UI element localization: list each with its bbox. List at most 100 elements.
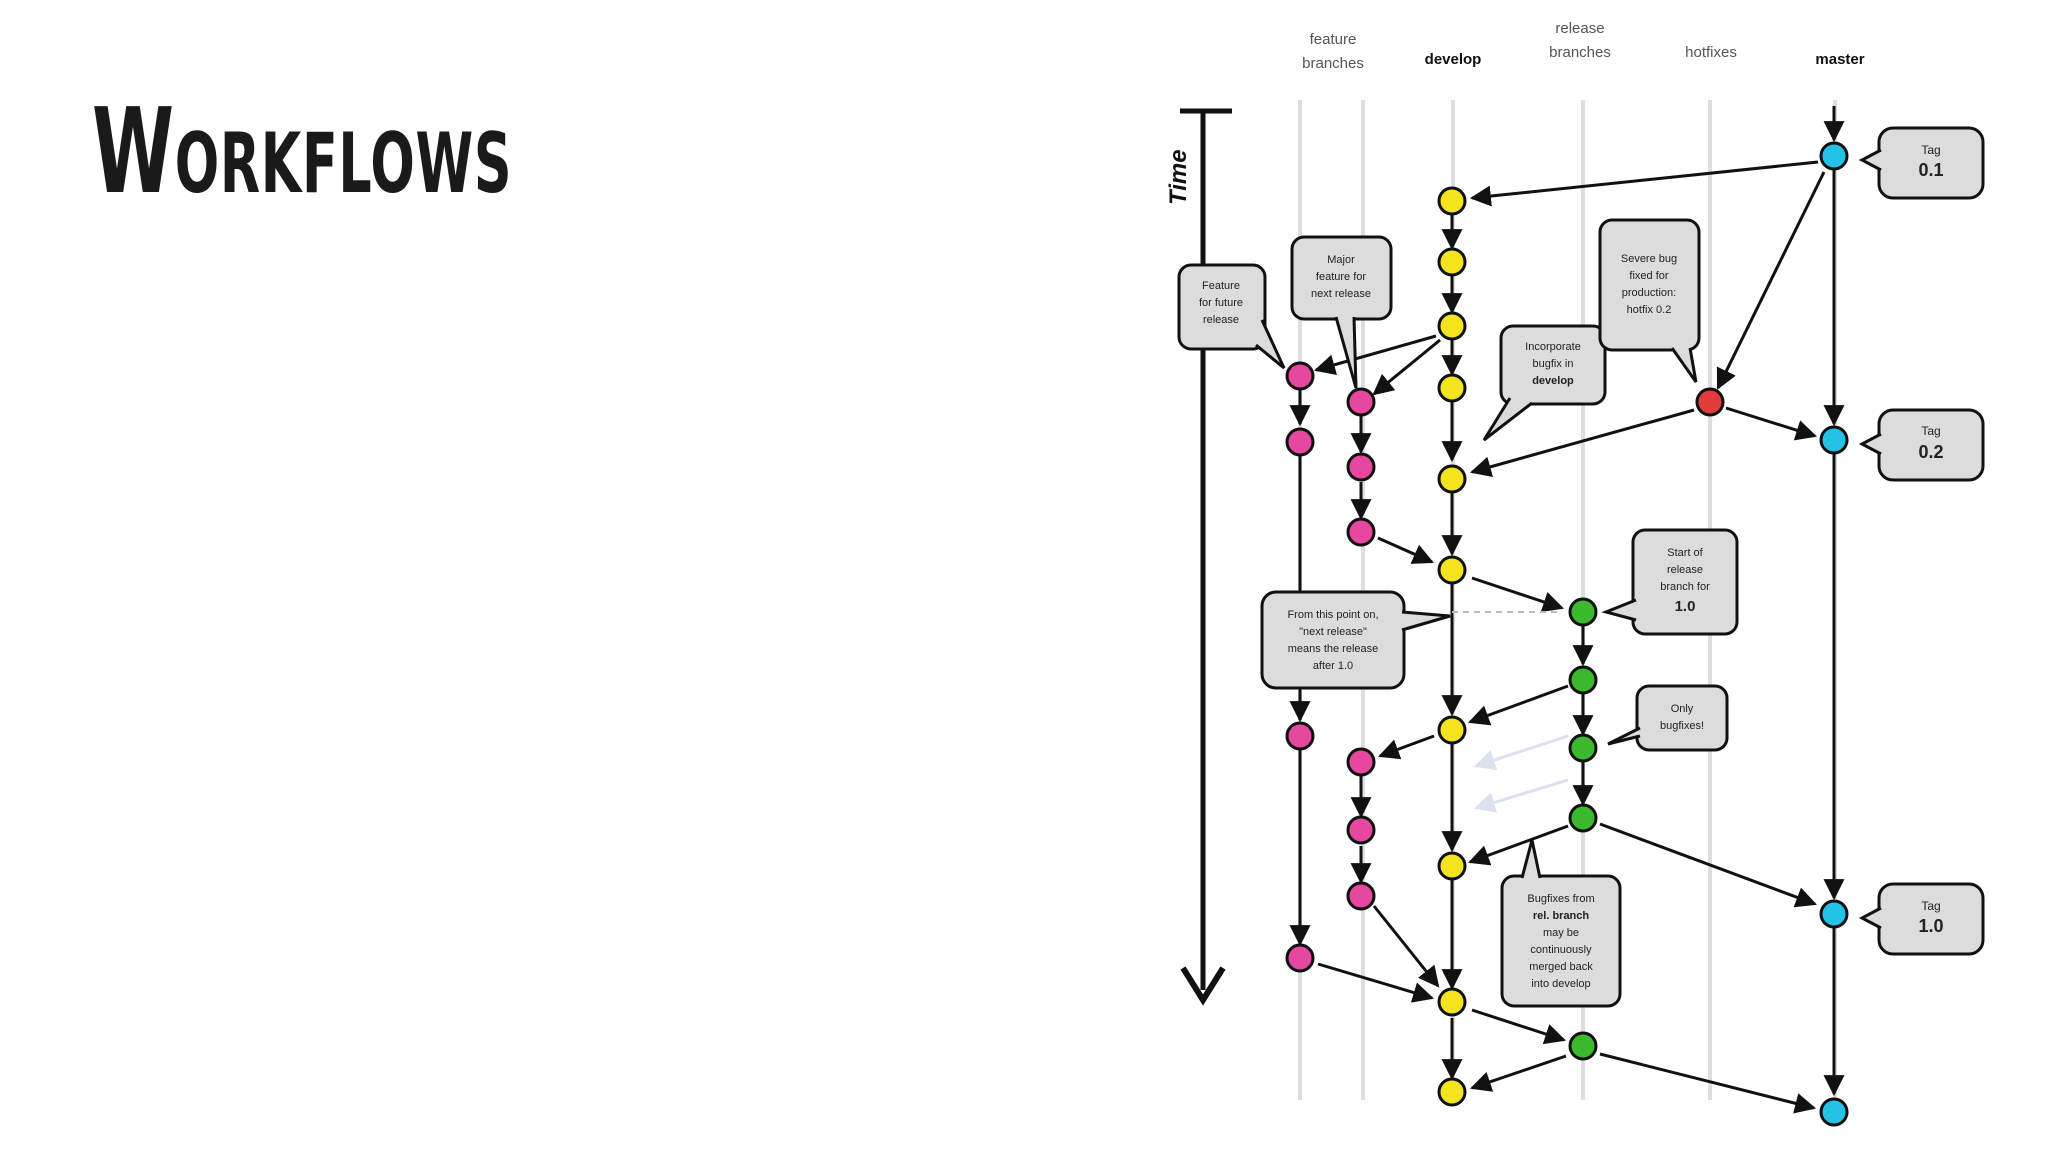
feature-b-commit-3 (1346, 517, 1376, 547)
header-release-line2: branches (1549, 44, 1611, 61)
faint-merge-1 (1474, 734, 1569, 771)
severe-line4: hotfix 0.2 (1627, 304, 1672, 316)
incorporate-line3: develop (1532, 375, 1574, 387)
develop-to-release-2 (1471, 1008, 1566, 1045)
tag-0-2-line2: 0.2 (1918, 442, 1943, 462)
feature-a-to-develop (1317, 962, 1435, 1003)
time-axis-label: Time (1165, 149, 1192, 205)
start-line1: Start of (1667, 547, 1703, 559)
release-commit-3 (1568, 733, 1598, 763)
tag-0-1-line2: 0.1 (1918, 160, 1943, 180)
callout-from-this-point: From this point on, "next release" means… (1260, 590, 1451, 690)
develop-commit-7 (1437, 715, 1467, 745)
bugfixes-line3: may be (1543, 927, 1579, 939)
feature-b-commit-2 (1346, 452, 1376, 482)
develop-to-feature-a (1313, 334, 1437, 375)
frompoint-line4: after 1.0 (1313, 660, 1353, 672)
faint-merge-2 (1473, 778, 1569, 813)
develop-commit-10 (1437, 1077, 1467, 1107)
severe-line3: production: (1622, 287, 1676, 299)
header-feature-line2: branches (1302, 55, 1364, 72)
master-to-develop (1469, 160, 1819, 207)
develop-commit-2 (1437, 247, 1467, 277)
start-line4: 1.0 (1675, 598, 1696, 615)
develop-commit-6 (1437, 555, 1467, 585)
hotfix-commit-1 (1695, 387, 1725, 417)
develop-to-feature-b (1372, 338, 1441, 396)
column-headers: feature branches develop release branche… (1302, 20, 1865, 72)
bugfixes-line1: Bugfixes from (1527, 893, 1594, 905)
release-commit-4 (1568, 803, 1598, 833)
release-to-develop-3 (1470, 1054, 1567, 1092)
frompoint-line2: "next release" (1299, 626, 1367, 638)
onlybug-line1: Only (1671, 703, 1694, 715)
tag-0-2-line1: Tag (1921, 424, 1940, 438)
callout-incorporate: Incorporate bugfix in develop (1482, 324, 1607, 442)
onlybug-line2: bugfixes! (1660, 720, 1704, 732)
feature-b-commit-6 (1346, 881, 1376, 911)
callout-severe-bug: Severe bug fixed for production: hotfix … (1598, 218, 1701, 383)
release-to-master (1599, 822, 1817, 908)
feature-a-commit-2 (1285, 427, 1315, 457)
release-commit-5 (1568, 1031, 1598, 1061)
major-line2: feature for (1316, 271, 1366, 283)
bugfixes-line4: continuously (1530, 944, 1592, 956)
feature-b-commit-1 (1346, 387, 1376, 417)
release-commit-1 (1568, 597, 1598, 627)
feature-b-to-develop-2 (1372, 905, 1440, 988)
develop-commit-5 (1437, 464, 1467, 494)
header-release-line1: release (1555, 20, 1604, 37)
feature-b-to-develop (1377, 536, 1434, 564)
callout-tag-1-0: Tag 1.0 (1858, 882, 1985, 956)
tag-0-1-line1: Tag (1921, 143, 1940, 157)
future-line3: release (1203, 314, 1239, 326)
slide-title: Workflows (92, 82, 513, 220)
callout-only-bugfixes: Only bugfixes! (1607, 684, 1729, 752)
future-line2: for future (1199, 297, 1243, 309)
feature-a-commit-4 (1285, 943, 1315, 973)
major-line3: next release (1311, 288, 1371, 300)
header-feature-line1: feature (1310, 31, 1357, 48)
start-line2: release (1667, 564, 1703, 576)
tag-1-0-line1: Tag (1921, 899, 1940, 913)
callout-tag-0-1: Tag 0.1 (1858, 126, 1985, 200)
develop-commit-3 (1437, 311, 1467, 341)
release-commit-2 (1568, 665, 1598, 695)
feature-a-commit-3 (1285, 721, 1315, 751)
bugfixes-line2: rel. branch (1533, 910, 1590, 922)
header-develop: develop (1425, 51, 1482, 68)
start-line3: branch for (1660, 581, 1710, 593)
release-to-master-2 (1599, 1052, 1817, 1114)
callout-major-feature: Major feature for next release (1290, 235, 1393, 389)
bugfixes-line5: merged back (1529, 961, 1593, 973)
callouts: Tag 0.1 Tag 0.2 Tag 1.0 Feature for futu… (1177, 126, 1985, 1008)
callout-feature-future: Feature for future release (1177, 263, 1286, 370)
severe-line1: Severe bug (1621, 253, 1677, 265)
bugfixes-line6: into develop (1531, 978, 1590, 990)
callout-tag-0-2: Tag 0.2 (1858, 408, 1985, 482)
frompoint-line3: means the release (1288, 643, 1379, 655)
future-line1: Feature (1202, 280, 1240, 292)
release-to-develop-2 (1468, 824, 1569, 866)
develop-commit-8 (1437, 851, 1467, 881)
header-master: master (1815, 51, 1864, 68)
feature-b-commit-5 (1346, 815, 1376, 845)
develop-commit-4 (1437, 373, 1467, 403)
merge-arrows (1313, 160, 1826, 1114)
feature-a-commit-1 (1285, 361, 1315, 391)
tag-1-0-line2: 1.0 (1918, 916, 1943, 936)
develop-commit-9 (1437, 987, 1467, 1017)
master-commit-3 (1819, 899, 1849, 929)
feature-b-commit-4 (1346, 747, 1376, 777)
incorporate-line2: bugfix in (1533, 358, 1574, 370)
major-line1: Major (1327, 254, 1355, 266)
develop-to-feature-b-2 (1378, 734, 1435, 760)
time-axis-arrowhead (1180, 966, 1226, 1006)
callout-release-start: Start of release branch for 1.0 (1601, 528, 1739, 636)
frompoint-line1: From this point on, (1287, 609, 1378, 621)
incorporate-line1: Incorporate (1525, 341, 1581, 353)
develop-commit-1 (1437, 186, 1467, 216)
commit-nodes (1285, 141, 1849, 1127)
master-to-hotfix (1716, 171, 1826, 390)
